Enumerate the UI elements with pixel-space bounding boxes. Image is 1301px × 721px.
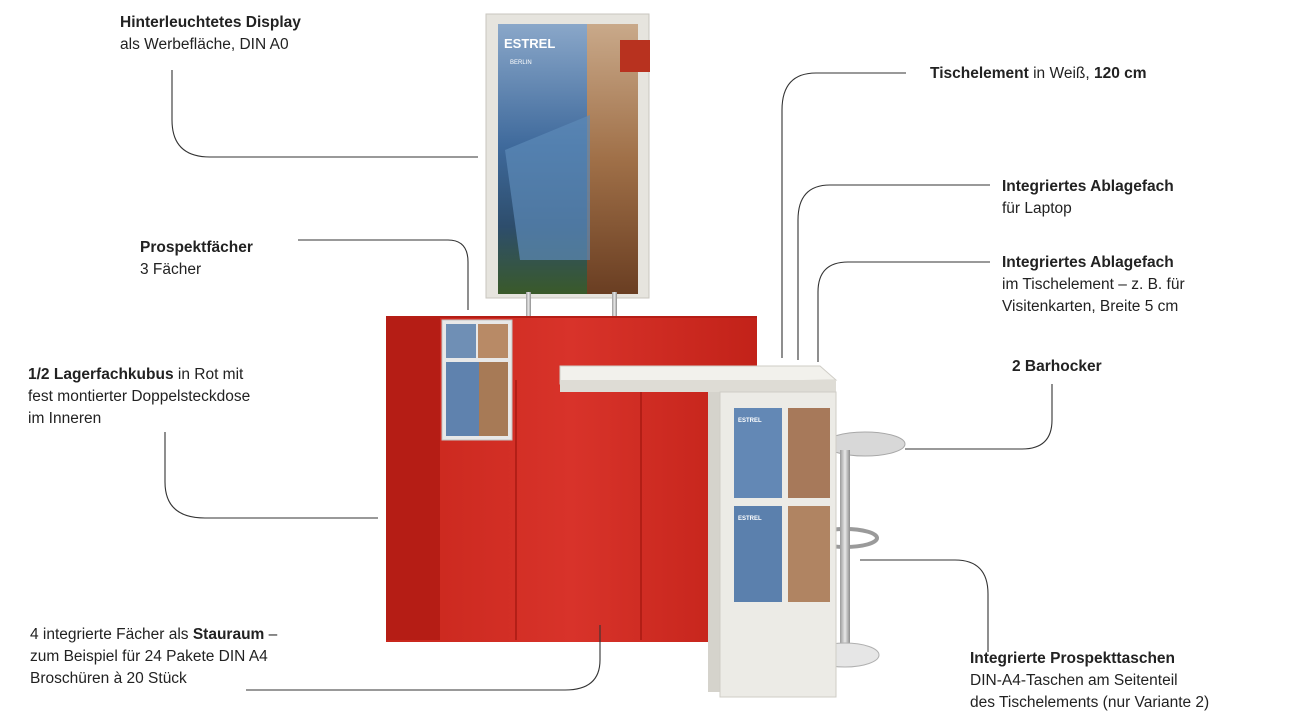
pocket-brand-top: ESTREL <box>738 418 762 424</box>
callout-cube-desc3: im Inneren <box>28 410 102 427</box>
callout-display-desc: als Werbefläche, DIN A0 <box>120 36 289 53</box>
callout-card-desc1: im Tischelement – z. B. für <box>1002 276 1185 293</box>
callout-card-title: Integriertes Ablagefach <box>1002 254 1174 271</box>
callout-pockets-desc2: des Tischelements (nur Variante 2) <box>970 694 1210 711</box>
callout-pockets-desc1: DIN-A4-Taschen am Seitenteil <box>970 672 1178 689</box>
callout-cube-title: 1/2 Lagerfachkubus <box>28 366 174 383</box>
callout-table-title: Tischelement <box>930 65 1029 82</box>
callout-cube-desc2: fest montierter Doppelsteckdose <box>28 388 251 405</box>
callout-display-title: Hinterleuchtetes Display <box>120 14 301 31</box>
callout-laptop-shelf: Integriertes Ablagefach für Laptop <box>1002 176 1174 220</box>
callout-storage-title: Stauraum <box>192 626 265 643</box>
callout-laptop-desc: für Laptop <box>1002 200 1072 217</box>
callout-card-desc2: Visitenkarten, Breite 5 cm <box>1002 298 1179 315</box>
callout-storage-desc3: Broschüren à 20 Stück <box>30 670 187 687</box>
backlit-display: ESTREL BERLIN <box>485 13 650 318</box>
callout-brochure-slots: Prospektfächer 3 Fächer <box>140 237 253 281</box>
callout-display: Hinterleuchtetes Display als Werbefläche… <box>120 12 301 56</box>
callout-storage-cube: 1/2 Lagerfachkubus in Rot mit fest monti… <box>28 364 250 430</box>
leader-lines <box>164 70 1053 691</box>
callout-storage-space: 4 integrierte Fächer als Stauraum – zum … <box>30 624 277 690</box>
callout-table-size: 120 cm <box>1093 65 1147 82</box>
callout-table-mid: in Weiß, <box>1028 65 1094 82</box>
callout-table-element: Tischelement in Weiß, 120 cm <box>930 63 1147 85</box>
display-brand: ESTREL <box>504 36 555 51</box>
callout-bar-stools: 2 Barhocker <box>1012 356 1102 378</box>
callout-storage-pre: 4 integrierte Fächer als <box>30 626 193 643</box>
callout-brochure-pockets: Integrierte Prospekttaschen DIN-A4-Tasch… <box>970 648 1209 714</box>
callout-storage-post: – <box>264 626 278 643</box>
display-city: BERLIN <box>510 60 532 66</box>
callout-slots-desc: 3 Fächer <box>140 261 202 278</box>
table-element: ESTREL ESTREL <box>559 365 838 698</box>
pocket-brand-bottom: ESTREL <box>738 516 762 522</box>
callout-storage-desc2: zum Beispiel für 24 Pakete DIN A4 <box>30 648 268 665</box>
callout-card-shelf: Integriertes Ablagefach im Tischelement … <box>1002 252 1185 318</box>
callout-stools-title: 2 Barhocker <box>1012 358 1102 375</box>
storage-cube <box>386 316 757 642</box>
callout-cube-desc1: in Rot mit <box>173 366 244 383</box>
callout-pockets-title: Integrierte Prospekttaschen <box>970 650 1176 667</box>
callout-laptop-title: Integriertes Ablagefach <box>1002 178 1174 195</box>
callout-slots-title: Prospektfächer <box>140 239 253 256</box>
